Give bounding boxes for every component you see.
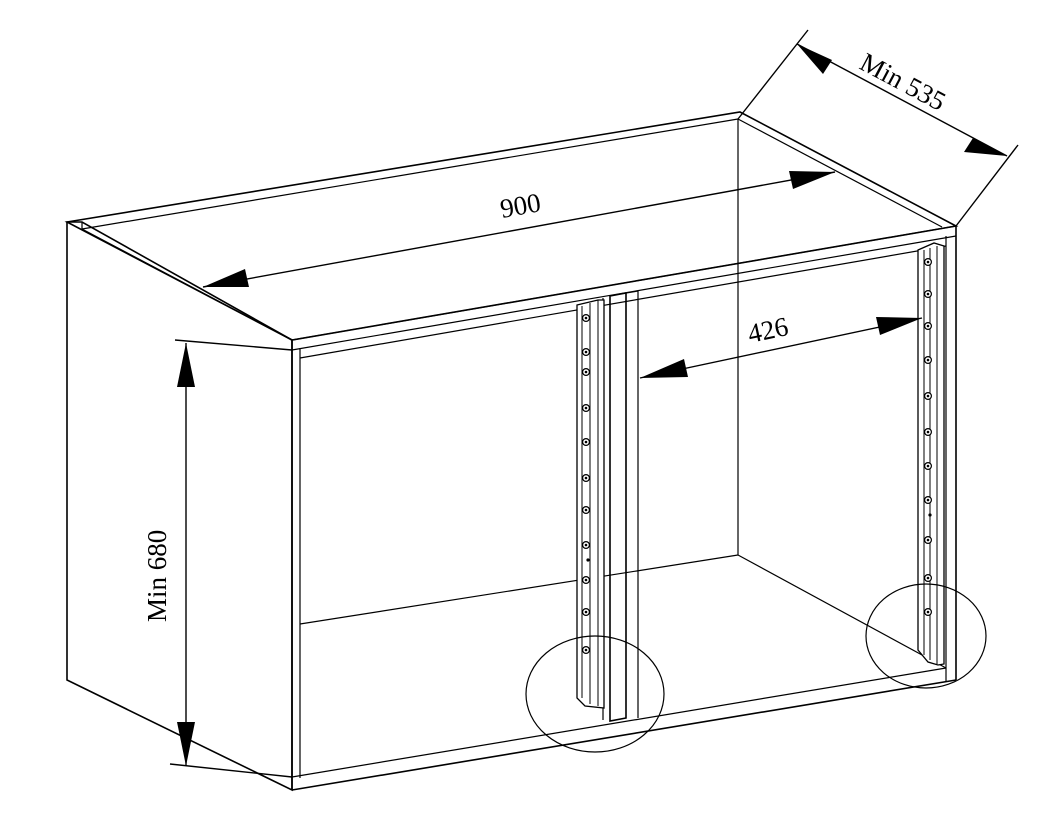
left-side-panel — [66, 221, 293, 792]
rail-mounting-holes — [581, 314, 590, 654]
rail-spacing-dimension: 426 — [639, 311, 923, 379]
width-dimension: 900 — [202, 171, 836, 288]
height-dimension-label: Min 680 — [142, 530, 172, 622]
detail-circle-left — [525, 635, 665, 753]
center-divider — [609, 292, 627, 722]
left-slide-rail — [576, 299, 605, 709]
detail-circle-right — [865, 583, 987, 689]
rail-spacing-label: 426 — [745, 311, 791, 349]
depth-dimension-label: Min 535 — [855, 47, 951, 117]
right-slide-rail — [917, 242, 945, 666]
top-panel — [64, 111, 959, 341]
width-dimension-label: 900 — [498, 187, 543, 224]
cabinet-body — [64, 111, 959, 792]
rail-mounting-holes — [923, 258, 932, 616]
height-dimension: Min 680 — [142, 339, 293, 778]
depth-dimension: Min 535 — [737, 29, 1019, 227]
